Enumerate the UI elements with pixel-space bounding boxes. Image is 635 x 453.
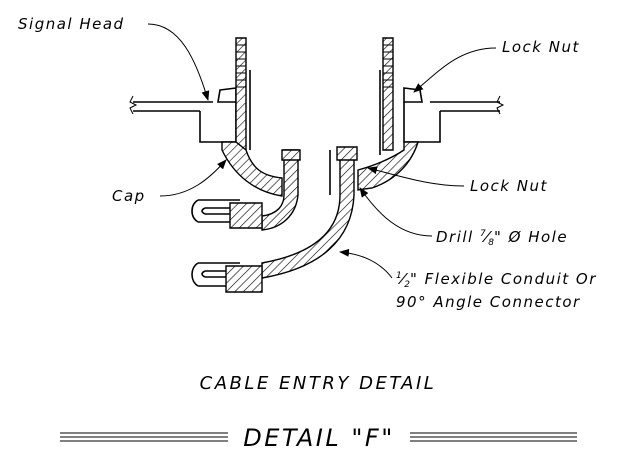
label-signal-head: Signal Head [18,15,125,33]
right-housing [403,87,441,143]
leader-lines [147,23,497,279]
label-lock-nut-top: Lock Nut [502,38,580,56]
signal-head-wall-right [430,95,505,115]
right-threaded-tube [379,37,394,155]
label-conduit-line1: 1⁄2" Flexible Conduit Or [396,270,597,290]
left-housing [199,87,237,143]
signal-head-wall-left [129,95,213,115]
label-lock-nut-mid: Lock Nut [470,177,548,195]
label-conduit-line2: 90° Angle Connector [396,293,581,311]
flexible-conduit [191,146,358,293]
cap-body [221,141,283,197]
label-drill-hole: Drill 7⁄8" Ø Hole [436,228,568,248]
left-threaded-tube [235,37,251,151]
title-detail-f: DETAIL "F" [243,424,394,452]
label-cap: Cap [112,187,146,205]
short-elbow-connector [191,149,301,231]
title-cable-entry: CABLE ENTRY DETAIL [200,373,437,394]
detail-title-rules [60,432,577,442]
